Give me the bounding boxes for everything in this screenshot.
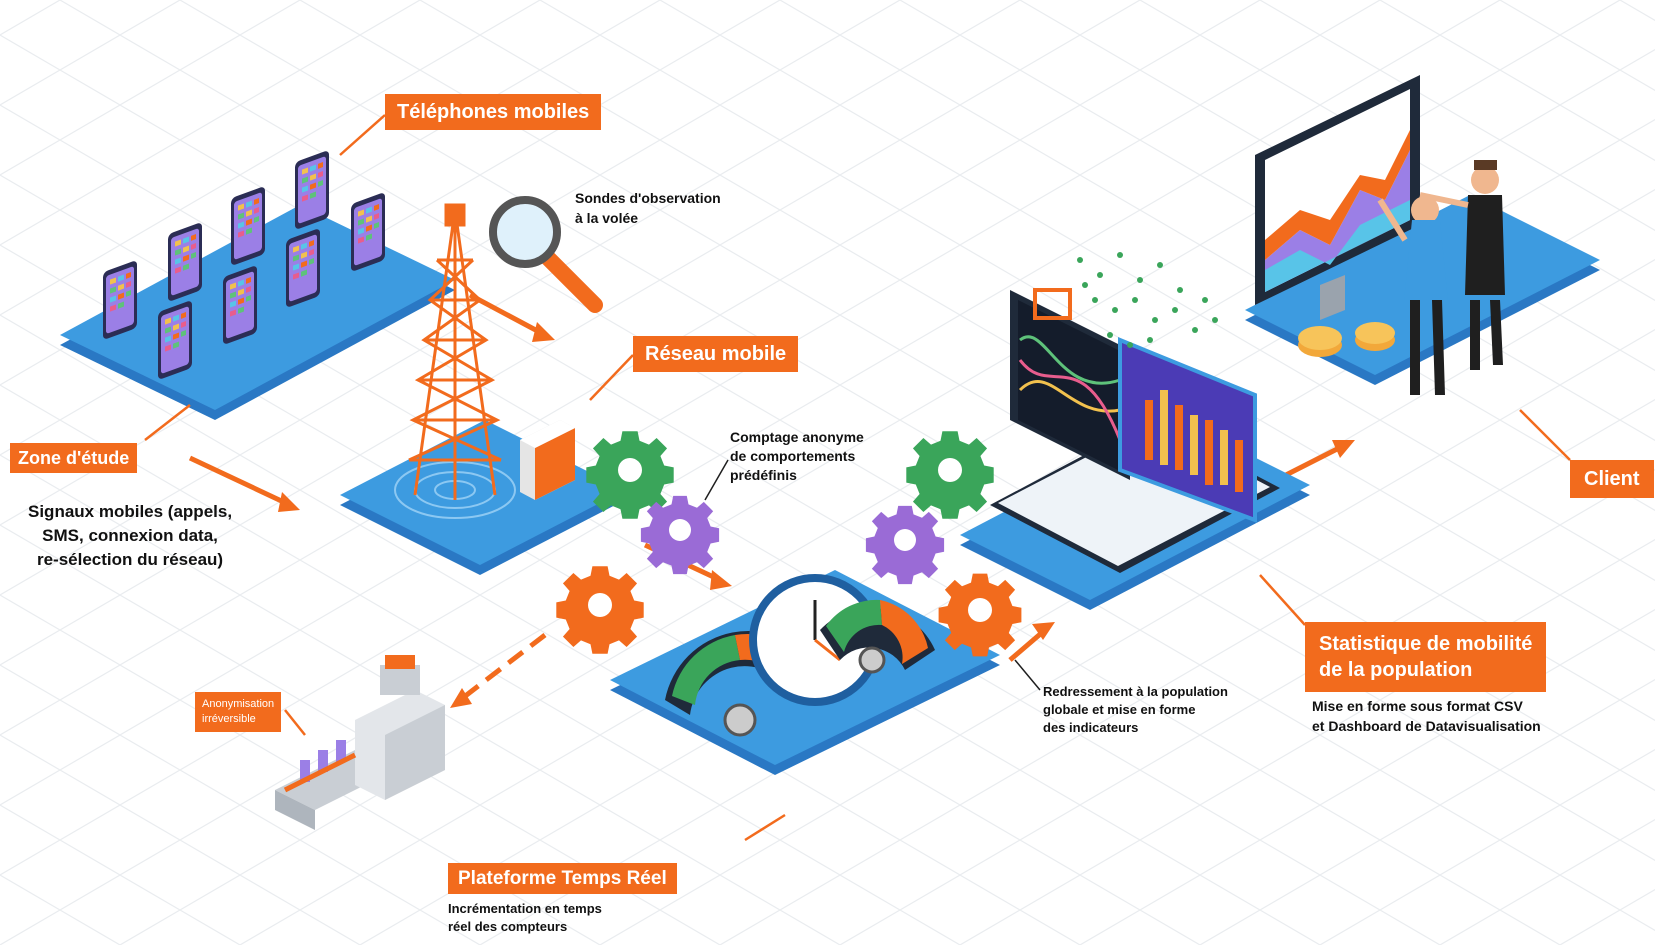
gear-icon (556, 566, 644, 654)
arrow-to-client (1278, 442, 1347, 481)
gear-icon (586, 431, 674, 519)
text-comptage: Comptage anonyme de comportements prédéf… (730, 429, 864, 483)
arrow-probe (468, 292, 547, 338)
arrow-signals (188, 455, 292, 508)
text-redressement: Redressement à la population globale et … (1043, 684, 1228, 736)
label-client: Client (1570, 460, 1654, 498)
laptop-icon (990, 288, 1280, 573)
leader-lines (144, 114, 1571, 842)
label-plateforme-temps-reel: Plateforme Temps Réel (448, 863, 677, 894)
label-anonymisation: Anonymisation irréversible (195, 692, 282, 732)
flow-arrows (188, 292, 1347, 702)
gear-icon (865, 505, 945, 585)
gear-icon (640, 495, 720, 575)
monitor-icon (1255, 75, 1420, 320)
person-icon (1419, 160, 1505, 370)
label-statistique-mobilite: Statistique de mobilité de la population (1305, 622, 1547, 692)
shredder-machine-icon (275, 655, 445, 830)
text-signaux-mobiles: Signaux mobiles (appels, SMS, connexion … (28, 502, 233, 569)
text-sondes: Sondes d'observation à la volée (575, 190, 721, 227)
arrow-anonymisation (458, 633, 547, 702)
arrow-redressement (1008, 628, 1047, 662)
gear-icon (938, 573, 1022, 657)
orange-box-icon (520, 420, 575, 500)
data-particles (1077, 252, 1218, 348)
label-zone-etude: Zone d'étude (10, 443, 138, 473)
antenna-tower-icon (408, 203, 502, 500)
text-incrementation: Incrémentation en temps réel des compteu… (448, 901, 602, 935)
magnifier-icon (489, 196, 603, 313)
person-icon (1377, 196, 1448, 395)
text-mise-en-forme: Mise en forme sous format CSV et Dashboa… (1312, 698, 1541, 734)
label-reseau-mobile: Réseau mobile (633, 336, 799, 372)
gauge-icon (820, 599, 935, 674)
coin-icon (1298, 322, 1395, 357)
label-telephones-mobiles: Téléphones mobiles (385, 94, 602, 130)
gear-icon (906, 431, 994, 519)
